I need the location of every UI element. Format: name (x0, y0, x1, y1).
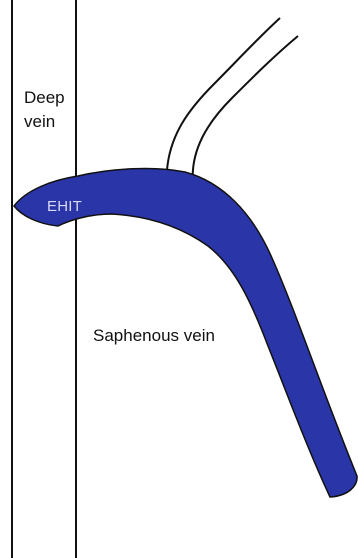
deep-vein-label-line2: vein (24, 110, 65, 134)
saphenous-vein-label: Saphenous vein (93, 325, 215, 346)
tributary-outer-wall (167, 18, 280, 170)
deep-vein-label: Deep vein (24, 86, 65, 134)
ehit-label: EHIT (47, 196, 82, 217)
tributary-inner-wall (193, 36, 298, 184)
deep-vein-label-line1: Deep (24, 86, 65, 110)
